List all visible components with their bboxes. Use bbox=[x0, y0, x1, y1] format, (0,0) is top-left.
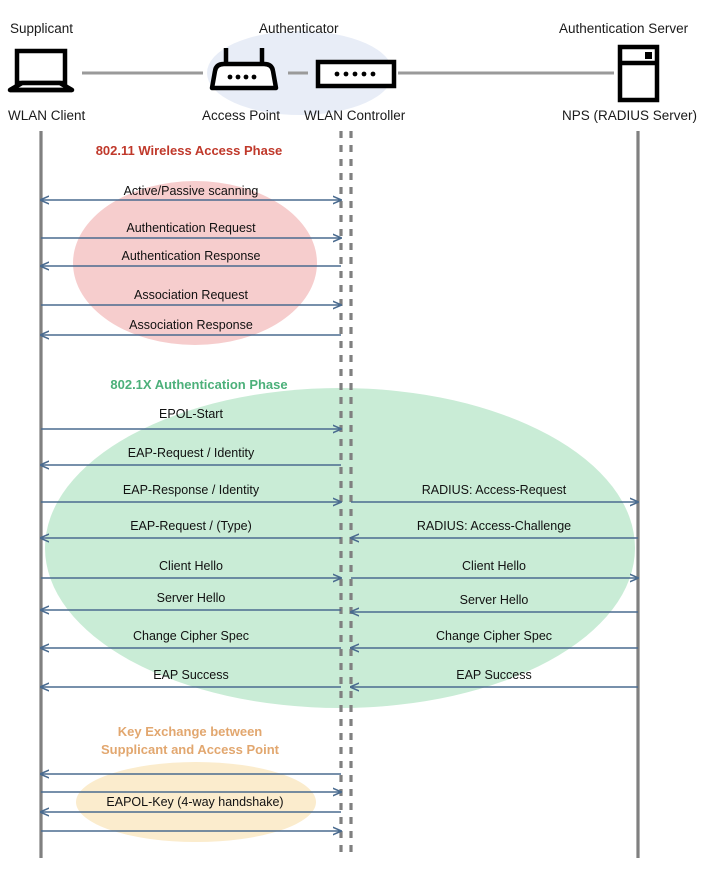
message-label: Active/Passive scanning bbox=[124, 184, 259, 198]
message-label: EAP Success bbox=[456, 668, 532, 682]
message-label: Association Request bbox=[134, 288, 248, 302]
message-label: EAP-Request / Identity bbox=[128, 446, 255, 460]
header-zone: Supplicant Authenticator Authentication … bbox=[7, 21, 697, 123]
phase-key-exchange-label-line1: Key Exchange between bbox=[118, 724, 263, 739]
phase-backgrounds bbox=[45, 181, 635, 842]
actor-name-access-point: Access Point bbox=[202, 108, 280, 123]
message-label: EAP-Response / Identity bbox=[123, 483, 260, 497]
phase-key-exchange-group: Key Exchange between Supplicant and Acce… bbox=[41, 724, 341, 831]
wlan-controller-icon bbox=[315, 59, 397, 89]
message-label: Change Cipher Spec bbox=[436, 629, 552, 643]
message-label: Authentication Request bbox=[126, 221, 256, 235]
role-supplicant: Supplicant bbox=[10, 21, 73, 36]
actor-name-wlan-controller: WLAN Controller bbox=[304, 108, 406, 123]
server-icon bbox=[617, 44, 660, 103]
message-label: Authentication Response bbox=[122, 249, 261, 263]
message-label: Client Hello bbox=[159, 559, 223, 573]
phase-8021x-label: 802.1X Authentication Phase bbox=[110, 377, 287, 392]
actor-name-wlan-client: WLAN Client bbox=[8, 108, 86, 123]
lifelines bbox=[39, 131, 640, 858]
access-point-icon bbox=[209, 48, 279, 91]
role-authenticator: Authenticator bbox=[259, 21, 339, 36]
laptop-icon bbox=[7, 48, 75, 93]
message-label: RADIUS: Access-Request bbox=[422, 483, 567, 497]
message-label: EAP Success bbox=[153, 668, 229, 682]
role-authentication-server: Authentication Server bbox=[559, 21, 689, 36]
actor-name-nps-radius-server: NPS (RADIUS Server) bbox=[562, 108, 697, 123]
message-label: Change Cipher Spec bbox=[133, 629, 249, 643]
phase-80211-ellipse bbox=[73, 181, 317, 345]
message-label: Server Hello bbox=[157, 591, 226, 605]
message-label: Server Hello bbox=[460, 593, 529, 607]
phase-8021x-group: 802.1X Authentication Phase EPOL-Start E… bbox=[41, 377, 638, 687]
message-label: RADIUS: Access-Challenge bbox=[417, 519, 571, 533]
phase-key-exchange-ellipse bbox=[76, 762, 316, 842]
phase-8021x-ellipse bbox=[45, 388, 635, 708]
phase-key-exchange-label-line2: Supplicant and Access Point bbox=[101, 742, 280, 757]
phase-80211-group: 802.11 Wireless Access Phase Active/Pass… bbox=[41, 143, 341, 335]
message-label: Association Response bbox=[129, 318, 253, 332]
phase-80211-label: 802.11 Wireless Access Phase bbox=[96, 143, 283, 158]
message-label: EAPOL-Key (4-way handshake) bbox=[106, 795, 283, 809]
message-label: EPOL-Start bbox=[159, 407, 223, 421]
message-label: EAP-Request / (Type) bbox=[130, 519, 252, 533]
message-label: Client Hello bbox=[462, 559, 526, 573]
